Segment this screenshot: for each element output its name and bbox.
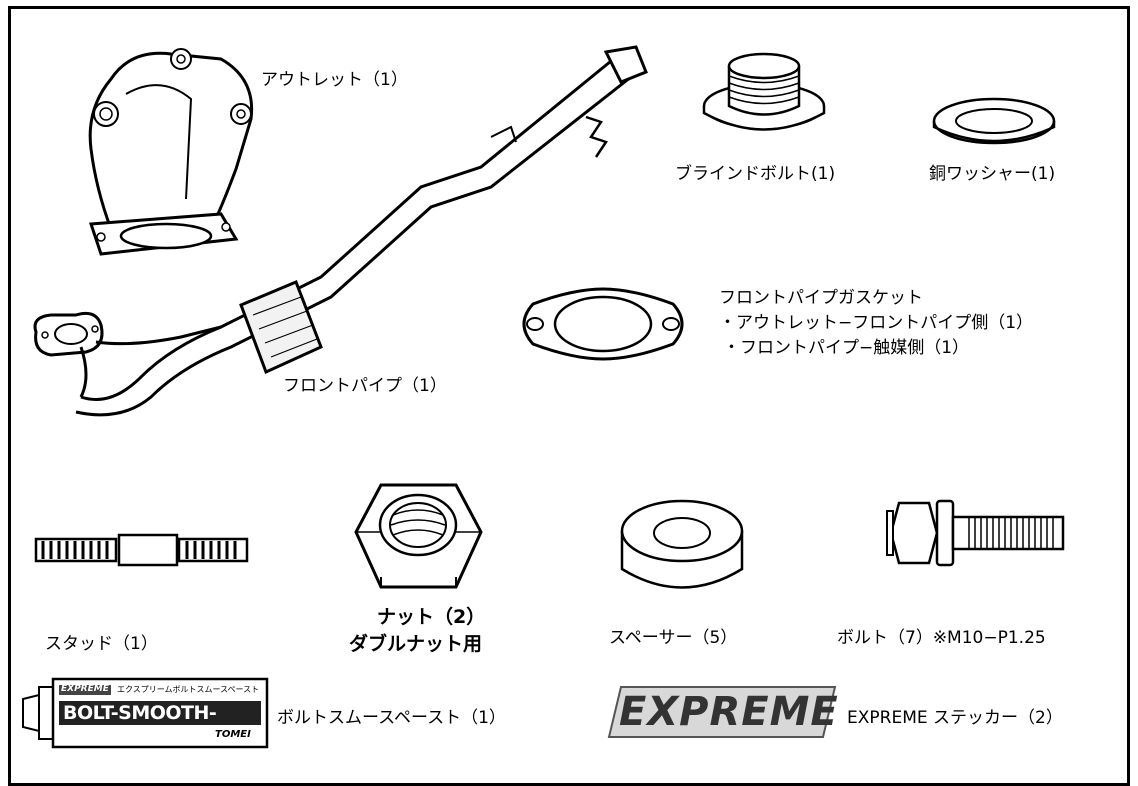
copper-washer-illustration (932, 97, 1056, 145)
bolt-illustration (886, 499, 1065, 567)
stud-illustration (34, 533, 249, 567)
spacer-illustration (620, 499, 744, 589)
blind-bolt-illustration (702, 52, 826, 131)
expreme-logo: EXPREME (607, 683, 839, 741)
front-pipe-illustration (33, 45, 648, 417)
sticker-label: EXPREME ステッカー（2） (847, 708, 1063, 728)
gasket-title-label: フロントパイプガスケット (719, 288, 923, 308)
paste-brand-text: EXPREME (61, 684, 109, 694)
stud-label: スタッド（1） (45, 634, 158, 654)
nut-illustration (354, 483, 483, 589)
outlet-illustration (88, 48, 254, 256)
paste-tube-illustration: EXPREME エクスプリームボルトスムースペースト BOLT-SMOOTH-P… (19, 675, 271, 751)
blind-bolt-label: ブラインドボルト(1) (675, 164, 836, 184)
gasket-line2-label: ・フロントパイプ−触媒側（1） (723, 338, 970, 358)
bolt-label: ボルト（7）※M10−P1.25 (837, 628, 1046, 648)
paste-maker-text: TOMEI (215, 729, 251, 740)
paste-product-text: BOLT-SMOOTH-PASTE (63, 702, 217, 746)
nut-usage-label: ダブルナット用 (349, 633, 483, 655)
nut-label: ナット（2） (377, 606, 486, 628)
gasket-illustration (522, 287, 684, 361)
parts-list-frame: アウトレット（1） フロントパイプ（1） ブラインドボルト(1) (8, 6, 1130, 786)
paste-jp-text: エクスプリームボルトスムースペースト (117, 685, 260, 694)
paste-label: ボルトスムースペースト（1） (277, 708, 506, 728)
front-pipe-label: フロントパイプ（1） (283, 376, 447, 396)
gasket-line1-label: ・アウトレット−フロントパイプ側（1） (719, 313, 1034, 333)
outlet-label: アウトレット（1） (261, 70, 408, 90)
expreme-logo-text: EXPREME (619, 689, 839, 735)
spacer-label: スペーサー（5） (609, 628, 738, 648)
copper-washer-label: 銅ワッシャー(1) (929, 164, 1056, 184)
